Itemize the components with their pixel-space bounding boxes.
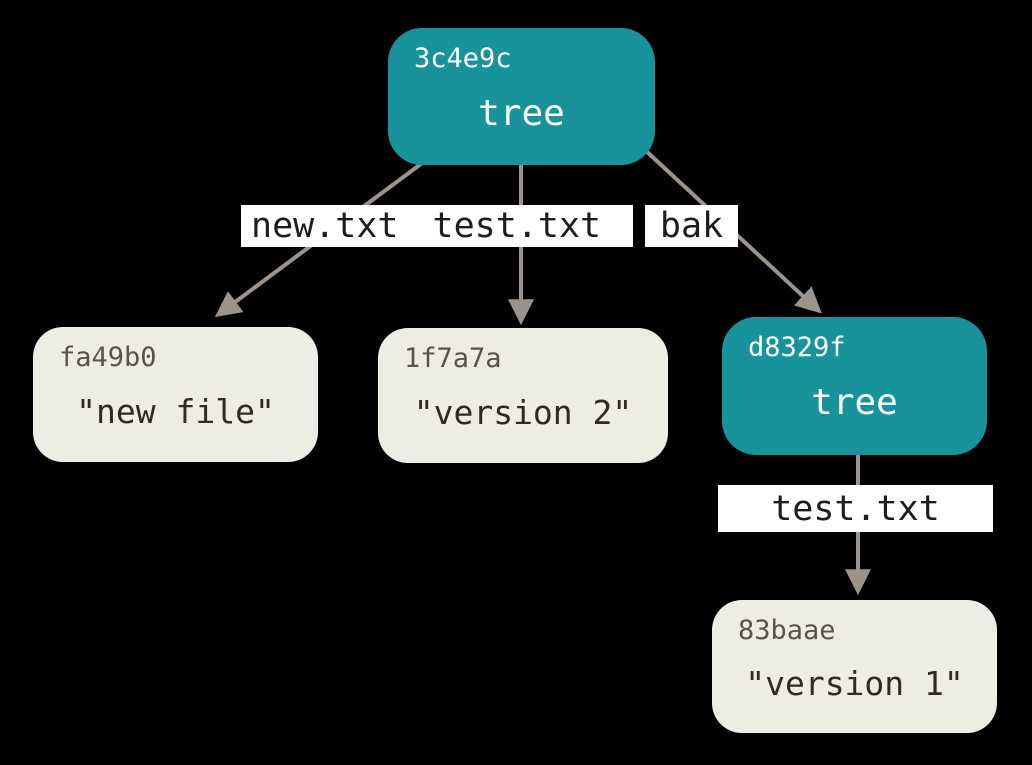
- node-label: "new file": [76, 391, 275, 431]
- node-hash: 3c4e9c: [414, 43, 512, 74]
- node-label: tree: [478, 92, 565, 134]
- node-label: "version 2": [413, 392, 633, 432]
- edge-label-new-txt: new.txt: [251, 206, 399, 246]
- edge-label-test-txt: test.txt: [432, 206, 602, 246]
- node-label: tree: [811, 382, 898, 424]
- edge-label-strip: new.txt test.txt: [241, 205, 633, 247]
- node-bak-tree: d8329f tree: [722, 317, 987, 455]
- node-hash: fa49b0: [59, 342, 157, 373]
- node-hash: 83baae: [738, 615, 836, 646]
- node-label: "version 1": [745, 663, 964, 703]
- node-blob-new-file: fa49b0 "new file": [33, 327, 318, 462]
- node-blob-version-1: 83baae "version 1": [712, 600, 997, 733]
- edge-label-test-txt-lower: test.txt: [718, 485, 993, 532]
- node-hash: 1f7a7a: [404, 343, 502, 374]
- node-blob-version-2: 1f7a7a "version 2": [378, 328, 668, 463]
- node-hash: d8329f: [748, 332, 846, 363]
- node-root-tree: 3c4e9c tree: [388, 28, 655, 165]
- edge-label-bak: bak: [645, 205, 738, 247]
